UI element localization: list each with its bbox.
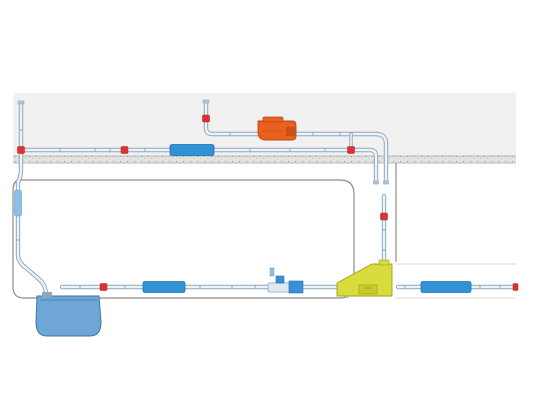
valve-corridor-end (512, 283, 519, 291)
valve-pump-branch (202, 114, 210, 123)
valve-riser-top (17, 146, 25, 154)
heat-trace-lower-left (142, 281, 186, 293)
inline-trap (267, 267, 304, 294)
valve-upper-run (120, 146, 129, 154)
floor-slab (13, 156, 516, 163)
valve-upper-stub (347, 146, 355, 154)
valve-lower-run (99, 283, 108, 291)
heat-trace-upper (169, 144, 215, 156)
room-outline (12, 179, 355, 299)
collection-tank (35, 292, 102, 337)
heat-trace-corridor (420, 281, 472, 293)
pipe-caps (17, 99, 389, 185)
heat-trace-riser (14, 189, 22, 217)
isolation-valves (17, 114, 519, 291)
valve-drop (380, 212, 388, 221)
lift-pump (336, 259, 393, 297)
heat-trace-sections (14, 144, 472, 293)
pipe-markings (16, 129, 501, 289)
condensate-pump (257, 116, 297, 141)
